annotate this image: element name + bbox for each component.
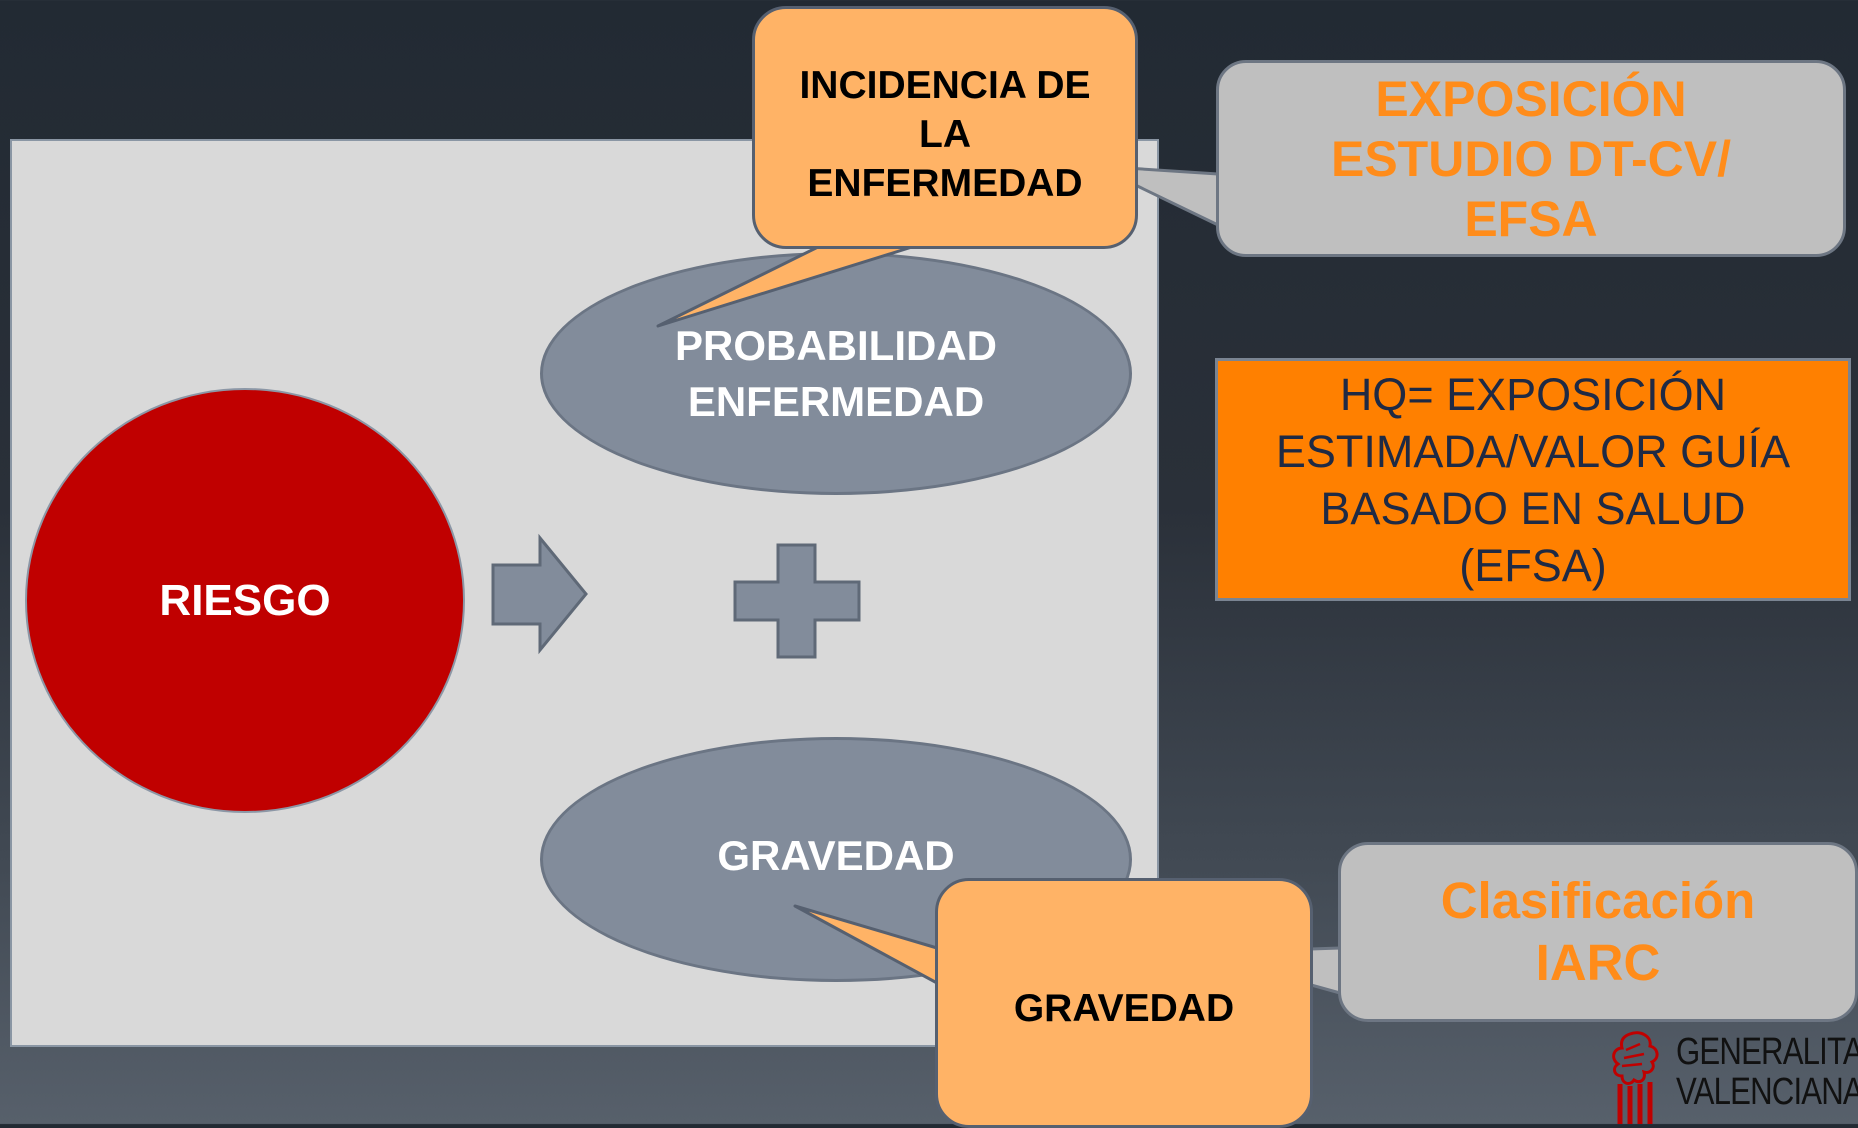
arrow-right-icon: [491, 533, 588, 655]
gravedad-callout-label: GRAVEDAD: [1013, 987, 1235, 1030]
incidencia-line-1: INCIDENCIA DE: [799, 64, 1091, 107]
exposicion-line-1: EXPOSICIÓN: [1375, 70, 1687, 127]
probabilidad-line-2: ENFERMEDAD: [687, 377, 985, 425]
generalitat-logo: GENERALITAT VALENCIANA: [1600, 1028, 1858, 1124]
hq-line-2: ESTIMADA/VALOR GUÍA: [1275, 425, 1791, 477]
clasificacion-line-1: Clasificación: [1440, 872, 1756, 929]
gravedad-callout-tail: [793, 904, 939, 985]
plus-icon: [733, 543, 861, 659]
exposicion-line-2: ESTUDIO DT-CV/: [1330, 130, 1732, 187]
incidencia-callout-tail: [656, 245, 914, 328]
riesgo-circle: RIESGO: [25, 388, 465, 813]
hq-line-3: BASADO EN SALUD: [1320, 482, 1746, 534]
incidencia-line-3: ENFERMEDAD: [807, 162, 1083, 205]
incidencia-line-2: LA: [919, 113, 971, 156]
logo-line-1: GENERALITAT: [1676, 1031, 1858, 1073]
coat-of-arms-icon: [1612, 1031, 1659, 1124]
logo-line-2: VALENCIANA: [1676, 1071, 1858, 1113]
logo-text: GENERALITAT VALENCIANA: [1676, 1031, 1858, 1113]
exposicion-callout: EXPOSICIÓN ESTUDIO DT-CV/ EFSA: [1216, 60, 1846, 257]
riesgo-label: RIESGO: [159, 575, 331, 625]
clasificacion-callout: Clasificación IARC: [1338, 842, 1858, 1022]
gravedad-callout: GRAVEDAD: [935, 878, 1313, 1128]
probabilidad-line-1: PROBABILIDAD: [675, 321, 997, 369]
incidencia-callout: INCIDENCIA DE LA ENFERMEDAD: [752, 6, 1138, 249]
gravedad-oval-label: GRAVEDAD: [717, 832, 955, 879]
exposicion-line-3: EFSA: [1464, 190, 1598, 247]
hq-line-4: (EFSA): [1459, 539, 1607, 591]
probabilidad-oval: PROBABILIDAD ENFERMEDAD: [540, 252, 1132, 495]
hq-line-1: HQ= EXPOSICIÓN: [1339, 368, 1727, 420]
clasificacion-line-2: IARC: [1535, 934, 1661, 991]
hq-formula-box: HQ= EXPOSICIÓN ESTIMADA/VALOR GUÍA BASAD…: [1215, 358, 1851, 601]
